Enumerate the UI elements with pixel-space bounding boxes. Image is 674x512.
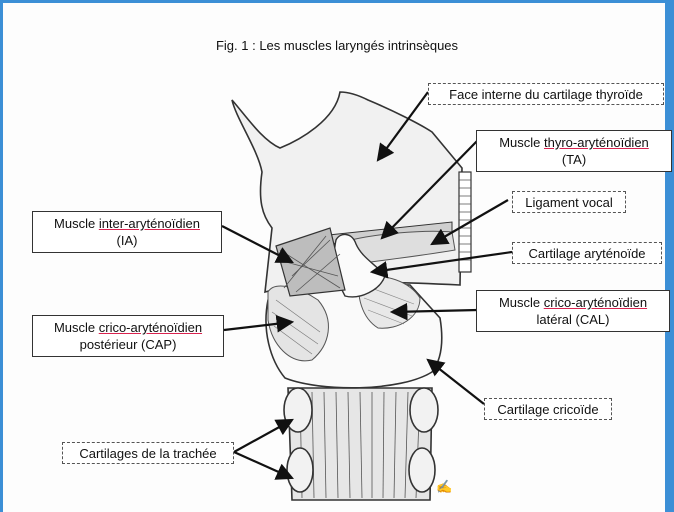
label-cal-prefix: Muscle [499,295,544,310]
label-ia-prefix: Muscle [54,216,99,231]
label-cap: Muscle crico-aryténoïdien postérieur (CA… [32,315,224,357]
label-ta-name: thyro-aryténoïdien [544,135,649,150]
label-cal-name: crico-aryténoïdien [544,295,647,310]
tracheal-ring-lower [287,448,313,492]
label-ligament: Ligament vocal [512,191,626,213]
label-ia: Muscle inter-aryténoïdien (IA) [32,211,222,253]
label-ia-abbr: (IA) [117,233,138,248]
label-trachee: Cartilages de la trachée [62,442,234,464]
label-ta-abbr: (TA) [562,152,586,167]
label-cap-prefix: Muscle [54,320,99,335]
label-cal: Muscle crico-aryténoïdien latéral (CAL) [476,290,670,332]
label-face-interne: Face interne du cartilage thyroïde [428,83,664,105]
label-cap-suffix: postérieur (CAP) [80,337,177,352]
label-cap-name: crico-aryténoïdien [99,320,202,335]
label-cal-suffix: latéral (CAL) [537,312,610,327]
label-ta: Muscle thyro-aryténoïdien (TA) [476,130,672,172]
label-arytenoide: Cartilage aryténoïde [512,242,662,264]
arrow-trachee-lower [234,452,292,478]
arrow-trachee-upper [234,420,292,452]
tracheal-ring-upper [284,388,312,432]
trachea [284,388,438,500]
label-cricoide: Cartilage cricoïde [484,398,612,420]
label-ta-prefix: Muscle [499,135,544,150]
arrow-cricoide [428,360,484,404]
artist-signature-icon: ✍ [436,480,452,495]
label-ia-name: inter-aryténoïdien [99,216,200,231]
